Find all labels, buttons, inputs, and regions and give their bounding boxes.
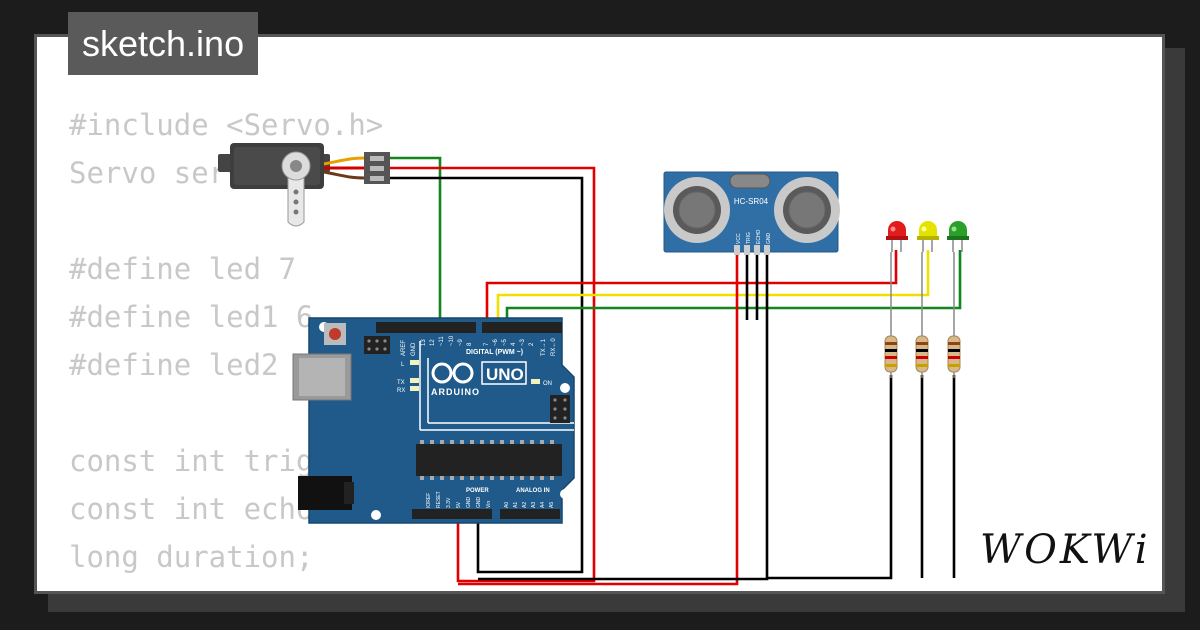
- pin-label-a3: A3: [531, 502, 537, 508]
- sensor-pin-echo: ECHO: [756, 229, 762, 244]
- pin-label-a1: A1: [513, 502, 519, 508]
- wire-led-yellow[interactable]: [496, 250, 930, 322]
- power-header-label: POWER: [466, 488, 489, 494]
- code-line: int distance;: [69, 581, 471, 591]
- pin-label-10: ~10: [449, 335, 455, 346]
- pin-label-gnd-top: GND: [411, 342, 417, 356]
- led-yellow[interactable]: [917, 221, 939, 252]
- servo-motor[interactable]: [218, 143, 390, 227]
- pin-label-vin: Vin: [486, 501, 492, 508]
- wokwi-logo: WOKWi: [980, 527, 1151, 573]
- arduino-uno-board[interactable]: AREF GND 13 12 ~11 ~10 ~9 8 7 ~6 ~5 4 ~3…: [292, 317, 575, 524]
- pin-label-5: ~5: [502, 338, 508, 346]
- file-tab[interactable]: sketch.ino: [68, 12, 259, 75]
- led-label-l: L: [401, 362, 405, 368]
- sensor-model-label: HC-SR04: [734, 197, 769, 206]
- pin-label-a5: A5: [549, 502, 555, 508]
- code-line: #define led1 6: [69, 300, 314, 334]
- led-label-rx: RX: [397, 388, 405, 394]
- pin-label-9: ~9: [458, 338, 464, 346]
- sensor-pin-trig: TRIG: [746, 232, 752, 244]
- resistor-3[interactable]: [947, 252, 961, 378]
- arduino-logo-icon: [431, 362, 474, 384]
- pin-label-a2: A2: [522, 502, 528, 508]
- board-brand-label: ARDUINO: [431, 387, 480, 397]
- pin-label-1: TX→1: [541, 338, 547, 356]
- pin-label-gnd-1: GND: [466, 497, 472, 509]
- wire-servo-signal[interactable]: [390, 156, 442, 322]
- preview-card: #include <Servo.h>Servo servo;#define le…: [34, 34, 1165, 594]
- pin-label-ioref: IOREF: [426, 493, 432, 508]
- pin-label-reset: RESET: [436, 491, 442, 508]
- code-line: long duration;: [69, 540, 314, 574]
- analog-header-label: ANALOG IN: [516, 488, 550, 494]
- led-label-tx: TX: [397, 380, 405, 386]
- pin-label-5v: 5V: [456, 501, 462, 508]
- led-red[interactable]: [886, 221, 908, 252]
- pin-label-6: ~6: [493, 338, 499, 346]
- sensor-pin-gnd: GND: [766, 233, 772, 245]
- pin-label-a4: A4: [540, 502, 546, 508]
- pin-label-3v3: 3.3V: [446, 497, 452, 508]
- digital-header-label: DIGITAL (PWM ~): [466, 349, 523, 356]
- sensor-pin-vcc: VCC: [736, 233, 742, 244]
- wire-servo-ground[interactable]: [390, 176, 584, 574]
- resistor-1[interactable]: [884, 252, 898, 378]
- pin-label-7: 7: [484, 342, 490, 346]
- resistor-2[interactable]: [915, 252, 929, 378]
- board-model-label: UNO: [486, 365, 524, 384]
- wire-servo-power[interactable]: [390, 166, 596, 583]
- pin-label-4: 4: [511, 342, 517, 346]
- pin-label-3: ~3: [520, 338, 526, 346]
- wire-resistor-gnd-1[interactable]: [767, 375, 893, 580]
- pin-label-aref: AREF: [401, 340, 407, 356]
- pin-label-8: 8: [467, 342, 473, 346]
- wire-led-green[interactable]: [505, 250, 962, 322]
- code-line: #include <Servo.h>: [69, 108, 384, 142]
- pin-label-12: 12: [430, 339, 436, 346]
- led-green[interactable]: [947, 221, 969, 252]
- on-led-label: ON: [543, 381, 552, 387]
- pin-label-13: 13: [421, 339, 427, 346]
- wire-led-red[interactable]: [485, 250, 898, 322]
- wires: [390, 156, 962, 586]
- pin-label-gnd-2: GND: [476, 497, 482, 509]
- pin-label-a0: A0: [504, 502, 510, 508]
- pin-label-2: 2: [529, 342, 535, 346]
- pin-label-0: RX←0: [551, 338, 557, 356]
- pin-label-11: ~11: [439, 336, 445, 346]
- wire-sensor-vcc[interactable]: [458, 255, 739, 586]
- code-line: #define led 7: [69, 252, 296, 286]
- ultrasonic-sensor[interactable]: HC-SR04 VCC TRIG ECHO GND: [663, 171, 840, 255]
